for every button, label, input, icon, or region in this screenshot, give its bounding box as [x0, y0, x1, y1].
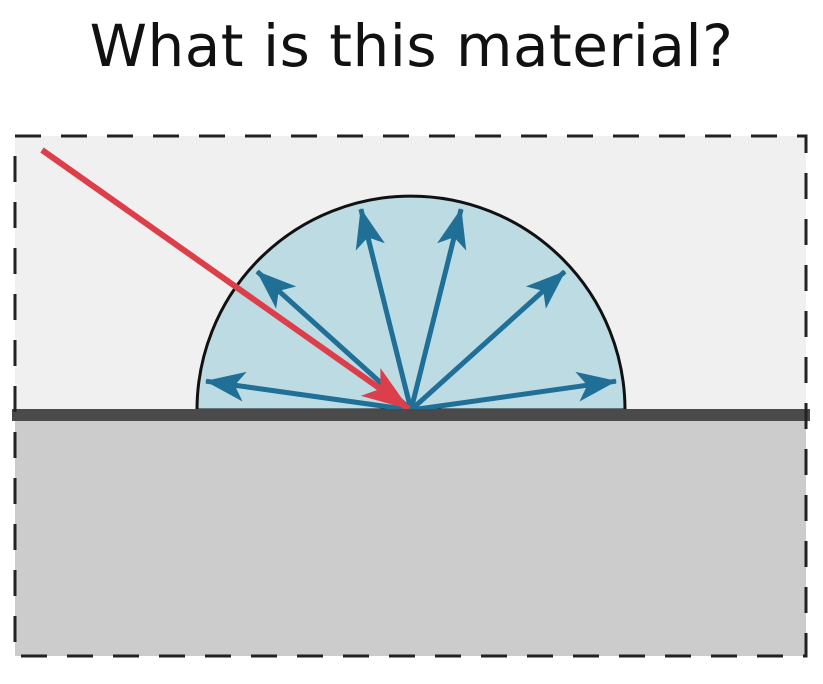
reflection-lobe: [195, 194, 627, 412]
lower-region: [15, 415, 806, 656]
scattered-ray-1: [410, 371, 617, 413]
scattered-ray-2: [409, 269, 567, 412]
page-title: What is this material?: [89, 12, 734, 80]
scattered-ray-3: [408, 208, 467, 411]
dashed-frame: [13, 134, 808, 658]
incident-ray: [40, 147, 411, 412]
